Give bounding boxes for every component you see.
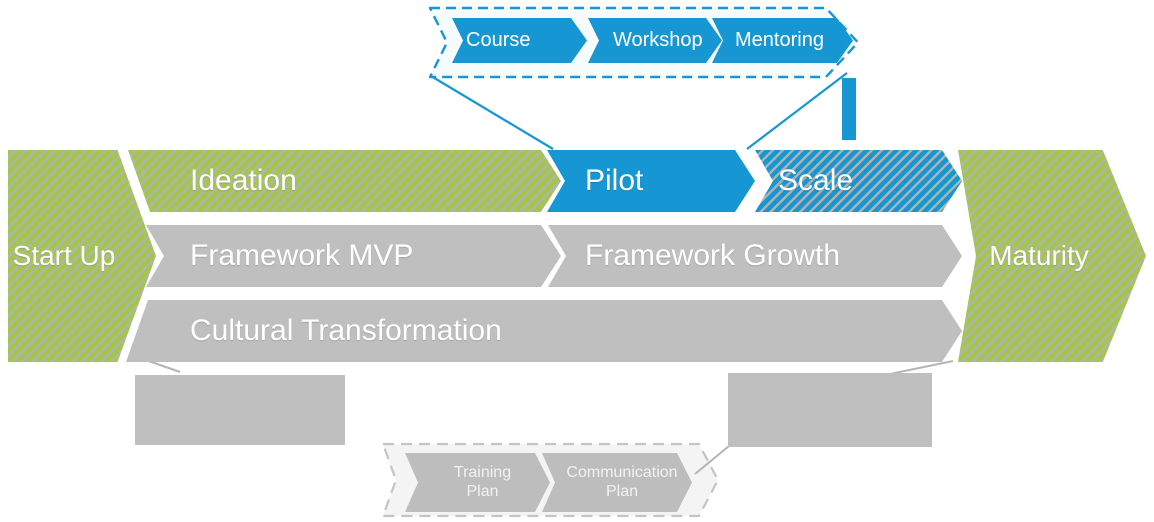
training-callout-pointer-bar <box>842 78 856 140</box>
scale-arrow: Scale <box>755 150 962 212</box>
cultural-transformation-arrow: Cultural Transformation <box>126 300 962 362</box>
framework-mvp-arrow: Framework MVP <box>146 225 561 287</box>
note-box-left <box>135 375 345 445</box>
course-arrow: Course <box>452 18 587 63</box>
maturity-chevron: Maturity <box>958 150 1146 362</box>
ideation-arrow: Ideation <box>128 150 561 212</box>
training-plan-label: Training Plan <box>453 464 512 500</box>
framework-growth-label: Framework Growth <box>585 239 841 272</box>
course-arrow-label: Course <box>466 29 531 51</box>
note-box-right <box>728 373 932 447</box>
training-plan-arrow: Training Plan <box>405 453 550 512</box>
ideation-label: Ideation <box>190 164 297 197</box>
note-connector-right-top <box>889 360 954 375</box>
startup-label: Start Up <box>12 240 116 271</box>
framework-mvp-label: Framework MVP <box>190 239 414 272</box>
note-connector-right-bottom <box>694 445 730 475</box>
workshop-arrow: Workshop <box>588 18 722 63</box>
maturity-label: Maturity <box>989 240 1089 271</box>
pilot-arrow: Pilot <box>547 150 755 212</box>
cultural-transformation-label: Cultural Transformation <box>190 314 502 347</box>
framework-growth-arrow: Framework Growth <box>548 225 962 287</box>
scale-label: Scale <box>778 164 854 197</box>
mentoring-arrow: Mentoring <box>712 18 853 63</box>
training-callout-connector-left <box>430 75 554 150</box>
communication-plan-arrow: Communication Plan <box>542 453 692 512</box>
mentoring-arrow-label: Mentoring <box>735 29 824 51</box>
workshop-arrow-label: Workshop <box>613 29 703 51</box>
training-callout-connector-right <box>746 72 848 150</box>
communication-plan-label: Communication Plan <box>566 464 678 500</box>
pilot-label: Pilot <box>585 164 644 197</box>
